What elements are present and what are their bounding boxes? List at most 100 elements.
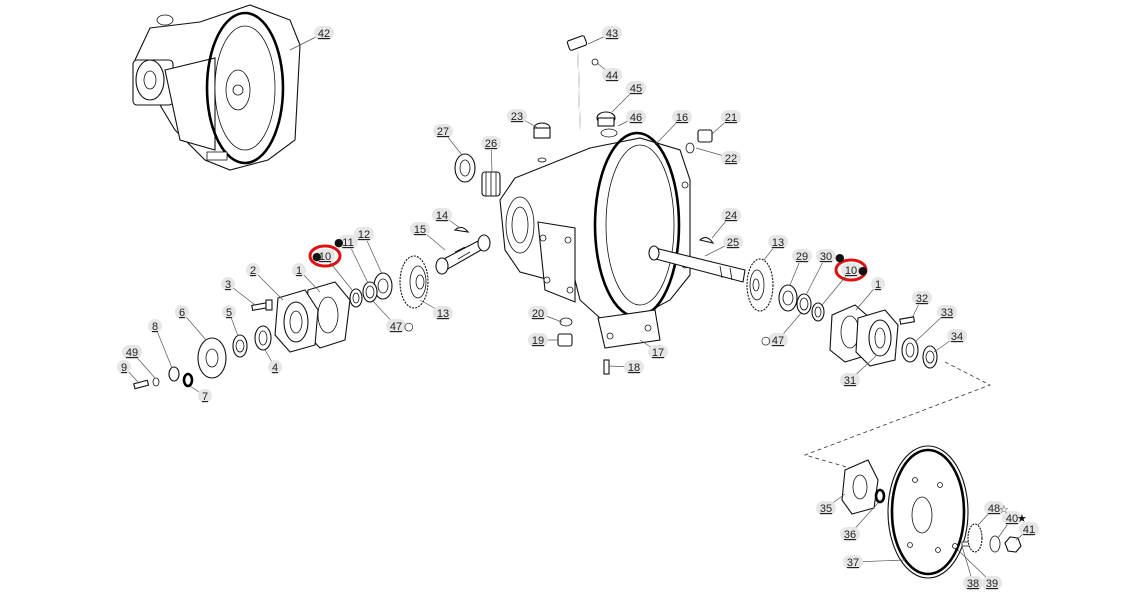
washer-39 (952, 543, 958, 549)
lock-washer-48 (967, 523, 983, 553)
callout-label-4: 4 (272, 362, 278, 374)
screw-9 (133, 379, 150, 390)
callout-bubble-46 (626, 110, 646, 124)
callout-bubble-44 (602, 68, 622, 82)
callout-label-43: 43 (606, 28, 618, 40)
callout-bubble-48 (984, 501, 1004, 515)
drain-plug-19 (557, 333, 573, 347)
callout-label-17: 17 (652, 347, 664, 359)
screw-18 (603, 359, 610, 375)
callout-bubble-31 (840, 373, 860, 387)
callout-label-34: 34 (951, 331, 963, 343)
callout-bubble-23 (507, 109, 527, 123)
callout-bubble-1a (292, 263, 306, 277)
callout-bubble-43 (602, 26, 622, 40)
callout-bubble-26 (481, 136, 501, 150)
callout-bubble-18 (624, 360, 644, 374)
dot-marker-11: ● (334, 236, 344, 249)
o-ring-36 (874, 488, 886, 504)
callout-bubble-25 (723, 235, 743, 249)
seal-5 (232, 334, 248, 358)
callout-label-1a: 1 (296, 265, 302, 277)
callout-label-44: 44 (606, 70, 618, 82)
callout-bubble-11 (338, 235, 358, 249)
callout-label-21: 21 (725, 112, 737, 124)
callout-bubble-38 (963, 576, 983, 590)
callout-bubble-29 (792, 249, 812, 263)
plug-45-46 (596, 111, 618, 138)
callout-bubble-21 (721, 110, 741, 124)
washer-20 (559, 317, 573, 327)
star-outline-marker-48: ☆ (999, 503, 1009, 516)
callout-label-30: 30 (820, 251, 832, 263)
key-14 (453, 226, 470, 233)
bearing-33 (901, 337, 919, 363)
callout-label-15: 15 (414, 224, 426, 236)
callout-bubble-2 (246, 263, 260, 277)
highlight-ring-right (834, 258, 868, 282)
callout-bubble-39 (982, 576, 1002, 590)
callout-label-36: 36 (844, 529, 856, 541)
star-filled-marker-40: ★ (1017, 512, 1027, 525)
callout-bubble-20 (528, 306, 548, 320)
dot-marker-30: ● (835, 251, 845, 264)
callout-bubble-15 (410, 222, 430, 236)
callout-bubble-13b (768, 235, 788, 249)
callout-bubble-4 (268, 360, 282, 374)
seal-34 (922, 345, 938, 369)
callout-bubble-36 (840, 527, 860, 541)
callout-bubble-47b (768, 333, 788, 347)
flange-31 (855, 309, 899, 367)
callout-bubble-6 (175, 305, 189, 319)
callout-label-42: 42 (318, 28, 330, 40)
callout-label-11: 11 (342, 237, 353, 249)
callout-label-10b: 10 (845, 265, 857, 277)
callout-bubble-45 (626, 81, 646, 95)
callout-label-37: 37 (847, 557, 859, 569)
callout-bubble-41 (1019, 522, 1039, 536)
callout-bubble-9 (117, 360, 131, 374)
bearing-29 (778, 284, 798, 312)
callout-bubble-7 (198, 389, 212, 403)
callout-bubble-13a (433, 306, 453, 320)
spacer-30 (796, 293, 812, 315)
callout-label-39: 39 (986, 578, 998, 590)
ring-marker-47-right: ○ (761, 334, 771, 347)
flange-2 (274, 289, 319, 353)
washer-49 (152, 377, 160, 387)
callout-label-3: 3 (225, 279, 231, 291)
callout-label-41: 41 (1023, 524, 1035, 536)
callout-label-7: 7 (202, 391, 208, 403)
callout-label-12: 12 (358, 229, 370, 241)
washer-40 (989, 535, 1001, 553)
callout-label-48: 48 (988, 503, 1000, 515)
callout-label-35: 35 (820, 503, 832, 515)
right-shaft-25 (648, 245, 746, 283)
screw-32 (899, 316, 916, 325)
leader-8 (154, 325, 173, 369)
callout-label-23: 23 (511, 111, 523, 123)
callout-label-14: 14 (436, 210, 448, 222)
callout-label-5: 5 (226, 307, 232, 319)
callout-label-47b: 47 (772, 335, 784, 347)
callout-bubble-35 (816, 501, 836, 515)
callout-bubble-30 (816, 249, 836, 263)
callout-label-47a: 47 (390, 321, 402, 333)
callout-label-13a: 13 (437, 308, 449, 320)
callout-label-16: 16 (676, 112, 688, 124)
assembly-guide-line (803, 361, 991, 469)
ring-marker-47-left: ○ (404, 320, 414, 333)
circlip-10-right (811, 302, 825, 322)
callout-bubble-22 (721, 151, 741, 165)
callout-label-10a: 10 (319, 251, 331, 263)
callout-bubble-5 (222, 305, 236, 319)
callout-bubble-3 (221, 277, 235, 291)
callout-bubble-17 (648, 345, 668, 359)
screw-3 (251, 299, 273, 311)
o-ring-7 (182, 372, 194, 388)
callout-label-6: 6 (179, 307, 185, 319)
callout-label-27: 27 (437, 126, 449, 138)
main-housing (499, 131, 691, 349)
callout-bubble-49 (122, 345, 142, 359)
callout-label-29: 29 (796, 251, 808, 263)
